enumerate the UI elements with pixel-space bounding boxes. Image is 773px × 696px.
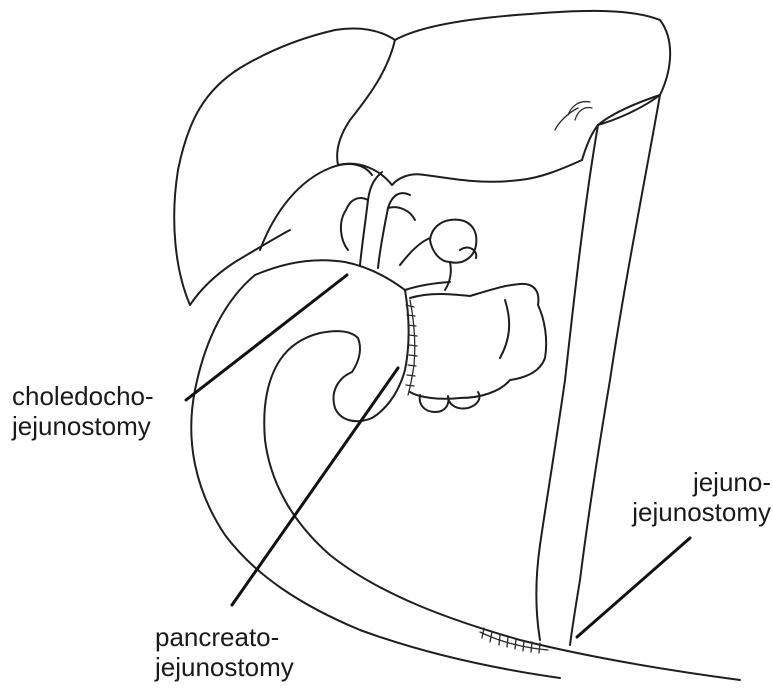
roux-limb	[536, 95, 660, 645]
label-pancreatojejunostomy: pancreato- jejunostomy	[155, 622, 294, 682]
pancreas	[410, 220, 546, 412]
label-jejunojejunostomy: jejuno- jejunostomy	[626, 467, 771, 527]
label-choledocho-line2: jejunostomy	[12, 411, 154, 441]
label-jejuno-line2: jejunostomy	[626, 497, 771, 527]
label-pancreato-line2: jejunostomy	[155, 652, 294, 682]
label-jejuno-line1: jejuno-	[626, 467, 771, 497]
label-choledocho-line1: choledocho-	[12, 381, 154, 411]
label-choledochojejunostomy: choledocho- jejunostomy	[12, 381, 154, 441]
leader-line-pancreato	[232, 368, 398, 605]
leader-line-jejuno	[577, 538, 690, 637]
liver	[174, 11, 670, 305]
label-pancreato-line1: pancreato-	[155, 622, 294, 652]
